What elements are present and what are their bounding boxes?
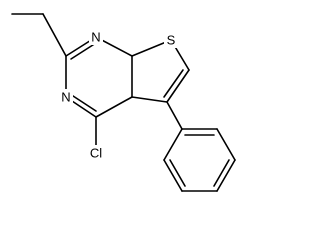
atom-label-nitrogen-top: N <box>91 30 100 45</box>
atom-label-nitrogen-left: N <box>61 90 70 105</box>
bond-c2t-c3t <box>166 69 190 103</box>
atom-label-backgrounds <box>59 29 178 161</box>
chemical-structure-diagram: N N S Cl <box>11 13 236 192</box>
atom-bg-n-top <box>89 29 103 45</box>
atom-labels: N N S Cl <box>61 30 175 161</box>
bond-ph-inner-c <box>169 159 186 187</box>
bond-ph-6-1 <box>163 128 183 161</box>
bond-c3a-c4 <box>95 96 133 118</box>
atom-bg-cl <box>86 145 106 161</box>
bond-ethyl-ch2 <box>42 13 67 57</box>
bond-c2-n3-double <box>70 42 97 60</box>
bond-c3t-c3a <box>131 96 168 103</box>
bond-ph-inner-b <box>213 159 230 187</box>
bond-c4-n1-double <box>69 93 97 112</box>
bond-ph-5-6 <box>163 159 183 192</box>
bond-lines <box>11 13 236 192</box>
atom-label-chlorine: Cl <box>90 146 102 161</box>
bond-ph-3-4 <box>216 159 236 192</box>
atom-label-sulfur: S <box>167 33 176 48</box>
atom-bg-n-left <box>59 89 73 105</box>
bond-c2t-c3t-double <box>163 69 184 98</box>
atom-bg-s <box>164 32 178 48</box>
bond-ph-2-3 <box>216 128 236 161</box>
bond-c3t-ph <box>166 101 183 130</box>
